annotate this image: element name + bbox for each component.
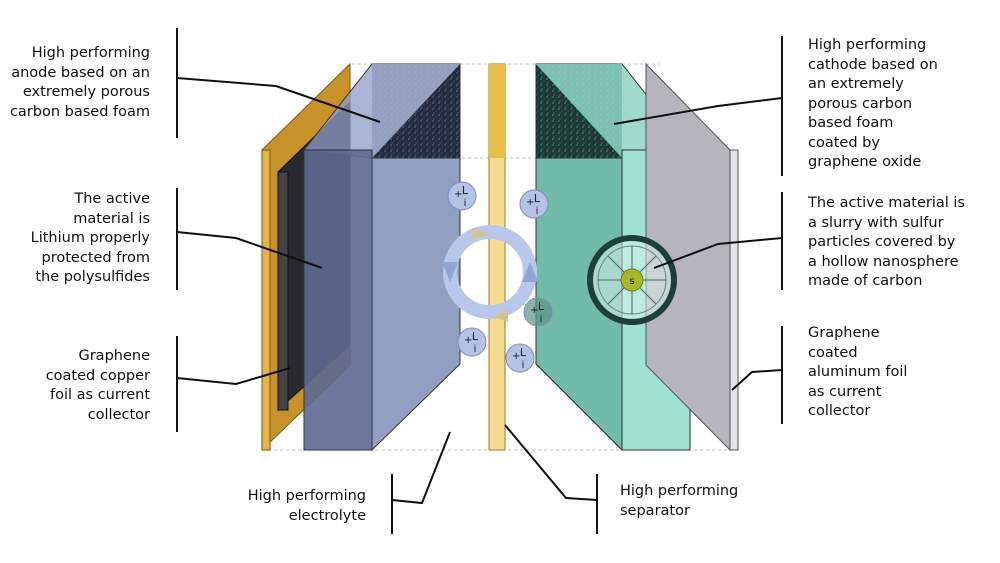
ion-symbol-bottom: i [464, 198, 467, 209]
ion-symbol-bottom: i [522, 360, 525, 371]
label-separator: High performing separator [620, 483, 739, 519]
label-anode: High performing anode based on an extrem… [9, 45, 150, 120]
anode-foam [303, 63, 461, 452]
label-cathode: High performing cathode based on an extr… [808, 37, 938, 170]
leader-lines [176, 28, 783, 534]
label-aluminum-foil: Graphene coated aluminum foil as current… [808, 325, 908, 419]
ion-symbol-top: L [472, 330, 479, 343]
ion-charge: + [464, 335, 472, 346]
cycle-arrows [442, 225, 538, 322]
sulfur-particle-label: s [629, 276, 634, 287]
ion-charge: + [526, 197, 534, 208]
ion-symbol-top: L [534, 192, 541, 205]
sulfur-nanosphere: s [587, 235, 677, 325]
ion-charge: + [530, 305, 538, 316]
label-sulfur-slurry: The active material is a slurry with sul… [808, 195, 965, 289]
lithium-ion: +Li [505, 343, 535, 373]
lithium-ion: +Li [447, 181, 477, 211]
label-copper-foil: Graphene coated copper foil as current c… [45, 348, 150, 423]
lithium-ion: +Li [457, 327, 487, 357]
separator-sheet [488, 63, 506, 451]
label-lithium: The active material is Lithium properly … [30, 191, 150, 285]
lithium-ion: +Li [523, 297, 553, 327]
ion-symbol-top: L [538, 300, 545, 313]
lithium-ions: +Li+Li+Li+Li+Li [447, 181, 553, 373]
ion-symbol-bottom: i [474, 344, 477, 355]
ion-symbol-top: L [462, 184, 469, 197]
ion-symbol-top: L [520, 346, 527, 359]
ion-charge: + [454, 189, 462, 200]
lithium-ion: +Li [519, 189, 549, 219]
ion-symbol-bottom: i [536, 206, 539, 217]
ion-symbol-bottom: i [540, 314, 543, 325]
label-electrolyte: High performing electrolyte [247, 488, 366, 524]
ion-charge: + [512, 351, 520, 362]
